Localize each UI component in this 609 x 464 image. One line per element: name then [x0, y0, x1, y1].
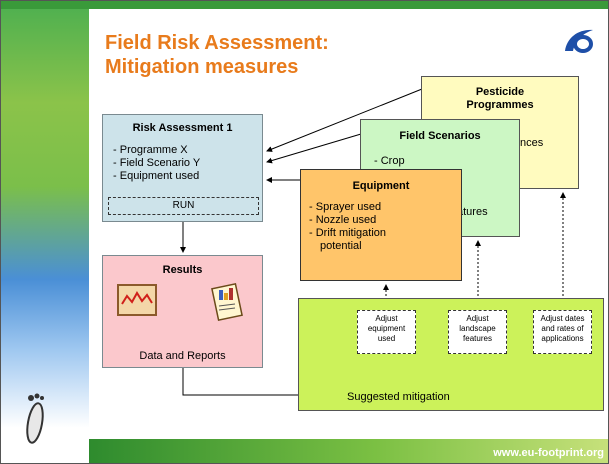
footer-bar: www.eu-footprint.org	[89, 439, 608, 463]
risk-assessment-title: Risk Assessment 1	[132, 122, 233, 134]
adjust-dates-line-2: and rates of	[541, 324, 584, 333]
risk-item-equipment: Equipment used	[113, 170, 262, 183]
field-scenarios-fragment-2: atures	[457, 206, 488, 218]
results-caption: Data and Reports	[139, 350, 226, 362]
adjust-dates-line-1: Adjust dates	[540, 314, 585, 323]
adjust-landscape-line-3: features	[463, 334, 492, 343]
adjust-landscape-line-1: Adjust	[466, 314, 489, 323]
footprint-logo-icon	[565, 29, 593, 53]
footer-url[interactable]: www.eu-footprint.org	[493, 447, 604, 459]
equipment-item-sprayer: Sprayer used	[309, 201, 461, 214]
line-chart-icon	[117, 284, 157, 316]
pesticide-title: Pesticide Programmes	[422, 86, 578, 112]
mitigation-box: Adjust equipment used Adjust landscape f…	[298, 298, 604, 411]
left-gradient-bar	[1, 1, 89, 463]
slide-title: Field Risk Assessment: Mitigation measur…	[105, 31, 329, 79]
title-line-2: Mitigation measures	[105, 56, 299, 78]
pesticide-title-line-1: Pesticide	[475, 86, 525, 98]
risk-item-field-scenario: Field Scenario Y	[113, 157, 262, 170]
run-button[interactable]: RUN	[108, 197, 259, 215]
top-band	[1, 1, 608, 9]
suggested-mitigation-label: Suggested mitigation	[347, 391, 450, 403]
footprint-icon	[26, 393, 44, 444]
pesticide-title-line-2: Programmes	[466, 99, 534, 111]
field-scenarios-title: Field Scenarios	[399, 130, 481, 142]
adjust-dates-step: Adjust dates and rates of applications	[533, 310, 592, 354]
pesticide-fragment: nces	[520, 137, 544, 149]
equipment-list: Sprayer used Nozzle used Drift mitigatio…	[309, 201, 461, 240]
report-document-icon	[211, 282, 243, 322]
adjust-equipment-line-2: equipment	[367, 324, 406, 333]
equipment-item-drift-continued: potential	[320, 240, 362, 252]
results-box: Results Data and Reports	[102, 255, 263, 368]
results-title: Results	[162, 264, 203, 276]
title-line-1: Field Risk Assessment:	[105, 32, 329, 54]
adjust-landscape-step: Adjust landscape features	[448, 310, 507, 354]
adjust-equipment-line-3: used	[377, 334, 396, 343]
risk-assessment-list: Programme X Field Scenario Y Equipment u…	[113, 144, 262, 183]
adjust-landscape-line-2: landscape	[459, 324, 496, 333]
risk-item-programme: Programme X	[113, 144, 262, 157]
adjust-equipment-line-1: Adjust	[375, 314, 398, 323]
equipment-box: Equipment Sprayer used Nozzle used Drift…	[300, 169, 462, 281]
field-scenarios-fragment-1: - Crop	[374, 155, 405, 167]
adjust-equipment-step: Adjust equipment used	[357, 310, 416, 354]
risk-assessment-box: Risk Assessment 1 Programme X Field Scen…	[102, 114, 263, 222]
equipment-item-drift: Drift mitigation	[309, 227, 461, 240]
equipment-title: Equipment	[352, 180, 410, 192]
adjust-dates-line-3: applications	[541, 334, 584, 343]
equipment-item-nozzle: Nozzle used	[309, 214, 461, 227]
